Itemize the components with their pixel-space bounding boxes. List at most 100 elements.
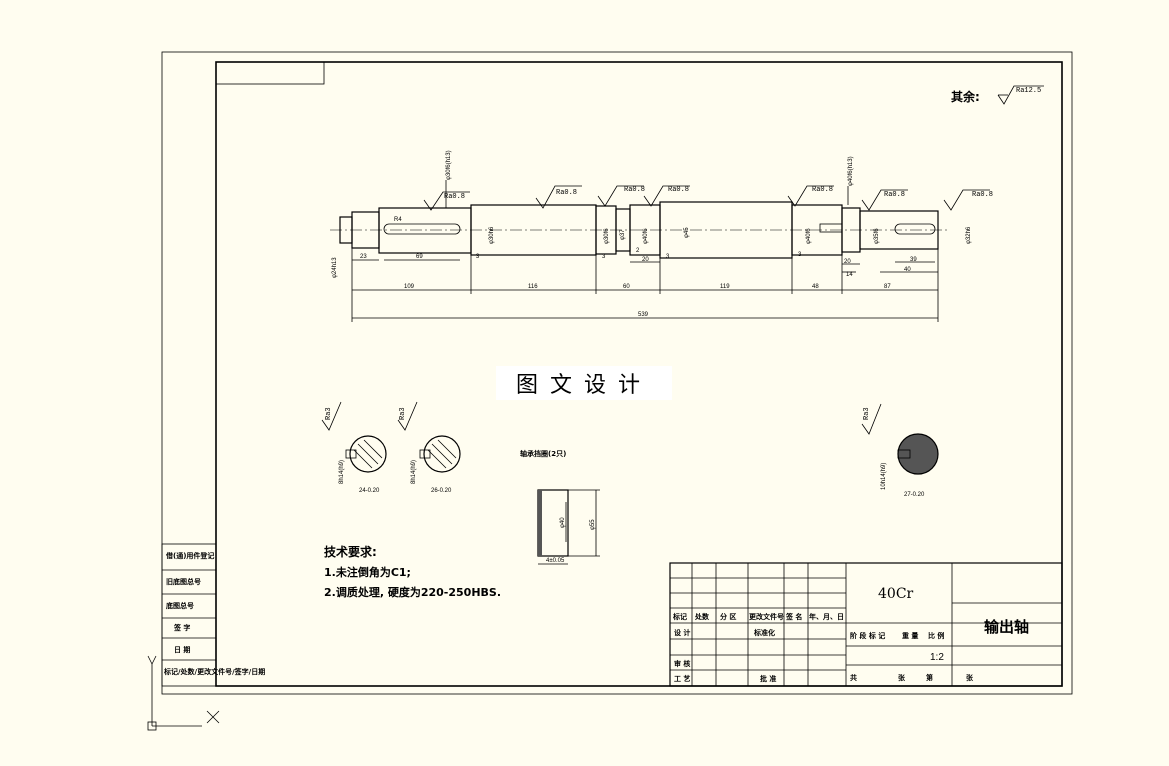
dia-2: φ30f6	[604, 228, 610, 244]
svg-text:标记: 标记	[672, 612, 687, 621]
svg-text:张: 张	[966, 673, 974, 682]
svg-text:4±0.05: 4±0.05	[546, 558, 565, 564]
svg-text:分 区: 分 区	[720, 612, 736, 621]
svg-text:26-0.20: 26-0.20	[431, 488, 452, 494]
svg-text:φ40: φ40	[560, 517, 566, 528]
svg-text:重 量: 重 量	[902, 631, 918, 640]
dia-5: φ45	[684, 227, 690, 238]
svg-text:3: 3	[666, 254, 670, 260]
dia-left: φ24h13	[332, 257, 338, 278]
svg-text:批 准: 批 准	[760, 674, 776, 683]
keyway-radius: R4	[394, 217, 402, 223]
dia-6: φ40f6	[806, 228, 812, 244]
overall-length: 539	[638, 312, 649, 318]
svg-text:Ra0.8: Ra0.8	[556, 189, 577, 197]
keyway-right	[894, 223, 936, 235]
title-block: 标记 处数 分 区 更改文件号 签 名 年、月、日 设 计 标准化 审 核 工 …	[669, 562, 1063, 687]
svg-text:Ra0.8: Ra0.8	[624, 186, 645, 194]
svg-text:Ra0.8: Ra0.8	[972, 191, 993, 199]
svg-text:24-0.20: 24-0.20	[359, 488, 380, 494]
svg-text:阶 段 标 记: 阶 段 标 记	[850, 631, 885, 640]
svg-text:标准化: 标准化	[753, 628, 775, 637]
svg-text:Ra0.8: Ra0.8	[812, 186, 833, 194]
svg-text:20: 20	[844, 259, 851, 265]
inner-frame	[215, 61, 1063, 687]
section-view-3: Ra3 10h14(h9) 27-0.20	[861, 403, 939, 498]
svg-text:60: 60	[623, 284, 630, 290]
svg-text:3: 3	[798, 252, 802, 258]
dia-3: φ37	[620, 229, 626, 240]
svg-text:签 名: 签 名	[785, 612, 802, 621]
svg-text:工 艺: 工 艺	[674, 674, 690, 683]
svg-text:40: 40	[904, 267, 911, 273]
svg-text:Ra0.8: Ra0.8	[668, 186, 689, 194]
svg-text:2.调质处理, 硬度为220-250HBS.: 2.调质处理, 硬度为220-250HBS.	[324, 585, 501, 599]
ucs-icon	[147, 655, 220, 731]
technical-requirements: 技术要求: 1.未注倒角为C1; 2.调质处理, 硬度为220-250HBS.	[324, 544, 501, 599]
svg-text:119: 119	[720, 284, 730, 290]
svg-text:69: 69	[416, 254, 423, 260]
svg-text:日 期: 日 期	[174, 645, 190, 654]
section-view-2: Ra3 8h14(h9) 26-0.20	[397, 401, 461, 494]
drawing-number-box	[215, 61, 325, 85]
svg-text:39: 39	[910, 257, 917, 263]
svg-text:签 字: 签 字	[173, 623, 190, 632]
svg-text:更改文件号: 更改文件号	[749, 612, 784, 621]
dia-8: φ32h6	[966, 226, 972, 244]
svg-text:2: 2	[636, 248, 640, 254]
svg-text:共: 共	[850, 673, 857, 682]
material: 40Cr	[878, 586, 914, 602]
part-name: 输出轴	[984, 618, 1029, 636]
svg-text:Ra3: Ra3	[399, 407, 407, 420]
svg-text:标记/处数/更改文件号/签字/日期: 标记/处数/更改文件号/签字/日期	[163, 667, 265, 676]
svg-text:Ra3: Ra3	[863, 407, 871, 420]
shaft-main-dims: 109 116 60 119 48 87 539	[351, 248, 939, 322]
svg-text:第: 第	[926, 673, 933, 682]
svg-text:20: 20	[642, 257, 649, 263]
watermark: 图文设计	[496, 366, 672, 400]
shaft-roughness-marks: Ra0.8 Ra0.8 Ra0.8 Ra0.8 Ra0.8 Ra0.8 Ra0.…	[423, 185, 993, 211]
svg-text:23: 23	[360, 254, 367, 260]
svg-text:116: 116	[528, 284, 538, 290]
default-roughness-value: Ra12.5	[1016, 87, 1041, 95]
svg-text:设 计: 设 计	[674, 628, 690, 637]
outer-border	[161, 51, 1073, 695]
svg-text:8h14(h9): 8h14(h9)	[339, 460, 345, 484]
sleeve-title: 轴承挡圈(2只)	[520, 449, 566, 458]
svg-text:张: 张	[898, 673, 906, 682]
shaft-small-dims: 23 69 3 3 2 20 3 3 20 14 39 40	[352, 248, 938, 278]
svg-text:φ55: φ55	[590, 519, 596, 530]
sleeve-detail: 轴承挡圈(2只) φ55 φ40 4±0.05	[520, 449, 600, 565]
svg-text:借(通)用件登记: 借(通)用件登记	[165, 551, 214, 560]
svg-text:48: 48	[812, 284, 819, 290]
dia-1: φ30h6	[489, 226, 495, 244]
dia-4: φ40f6	[643, 228, 649, 244]
svg-text:Ra0.8: Ra0.8	[884, 191, 905, 199]
svg-text:Ra3: Ra3	[325, 407, 333, 420]
svg-text:年、月、日: 年、月、日	[809, 612, 844, 621]
svg-text:14: 14	[846, 272, 853, 278]
svg-text:27-0.20: 27-0.20	[904, 492, 925, 498]
tol-label-1: φ30f6(h13)	[446, 150, 452, 180]
svg-text:技术要求:: 技术要求:	[324, 544, 377, 559]
section-view-1: Ra3 8h14(h9) 24-0.20	[321, 401, 387, 494]
svg-text:旧底图总号: 旧底图总号	[166, 577, 201, 586]
svg-text:处数: 处数	[694, 612, 710, 621]
svg-text:Ra0.8: Ra0.8	[444, 193, 465, 201]
svg-text:109: 109	[404, 284, 415, 290]
svg-text:底图总号: 底图总号	[166, 601, 194, 610]
svg-text:3: 3	[602, 254, 606, 260]
tol-label-2: φ40f6(h13)	[848, 156, 854, 186]
default-roughness: 其余: Ra12.5	[951, 85, 1044, 105]
svg-text:10h14(h9): 10h14(h9)	[881, 463, 887, 490]
svg-text:比 例: 比 例	[928, 631, 944, 640]
left-record-block: 借(通)用件登记 旧底图总号 底图总号 签 字 日 期 标记/处数/更改文件号/…	[161, 543, 265, 687]
scale: 1:2	[930, 652, 944, 663]
svg-text:1.未注倒角为C1;: 1.未注倒角为C1;	[324, 565, 411, 579]
svg-text:审 核: 审 核	[674, 659, 690, 668]
dia-7: φ35f6	[874, 228, 880, 244]
keyway-left	[383, 223, 461, 235]
svg-text:8h14(h9): 8h14(h9)	[411, 460, 417, 484]
svg-text:87: 87	[884, 284, 891, 290]
